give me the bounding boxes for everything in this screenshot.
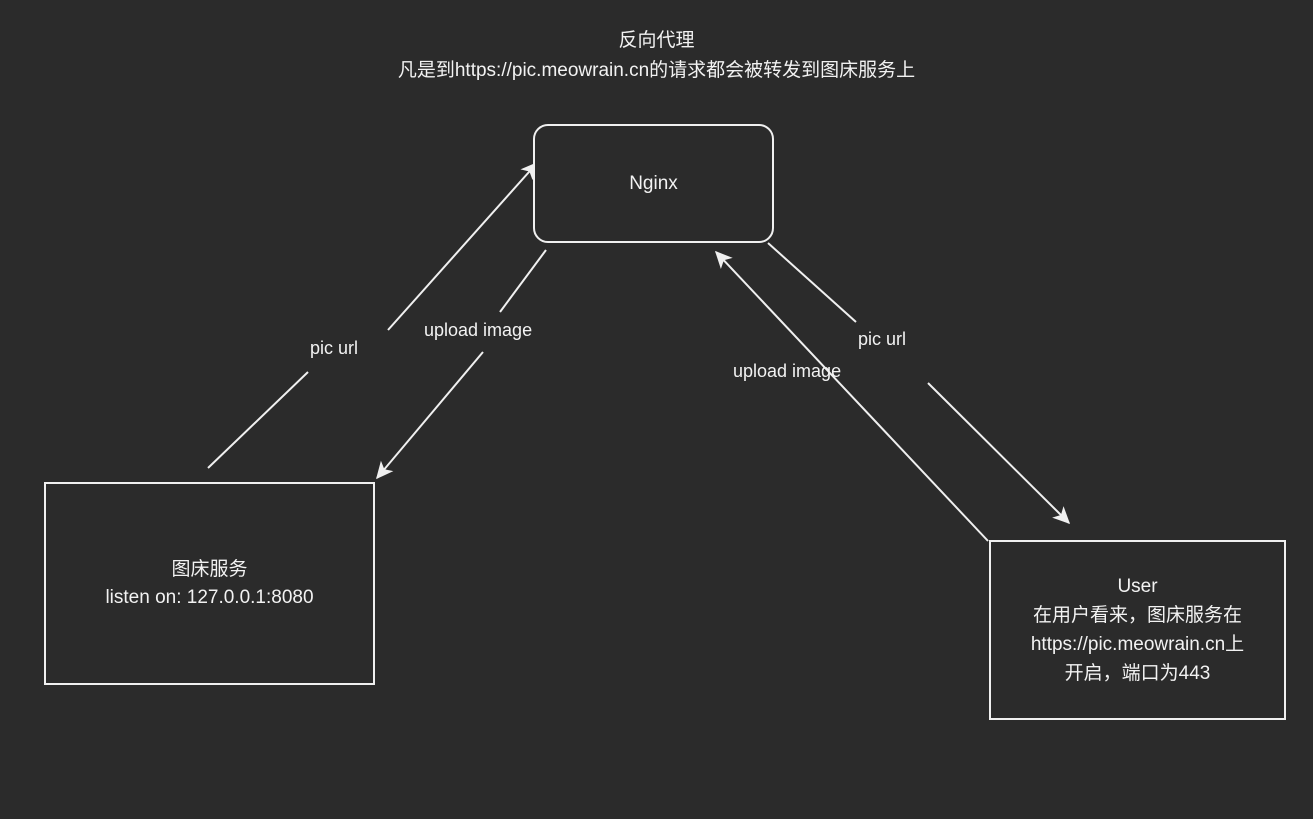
node-nginx[interactable]: Nginx <box>533 124 774 243</box>
edge-nginx-to-user <box>767 242 1071 525</box>
edge-label-nginx-to-user: pic url <box>858 329 907 349</box>
node-imagebed[interactable]: 图床服务 listen on: 127.0.0.1:8080 <box>44 482 375 685</box>
edge-nginx-to-imagebed <box>376 249 547 480</box>
node-user-title: User <box>1117 576 1158 597</box>
diagram-title: 反向代理 凡是到https://pic.meowrain.cn的请求都会被转发到… <box>0 26 1313 86</box>
edge-label-user-to-nginx: upload image <box>733 361 842 381</box>
edge-imagebed-to-nginx <box>207 161 538 469</box>
node-imagebed-listen: listen on: 127.0.0.1:8080 <box>105 586 314 608</box>
node-user-desc-2: https://pic.meowrain.cn上 <box>1030 634 1245 655</box>
node-user[interactable]: User 在用户看来，图床服务在 https://pic.meowrain.cn… <box>989 540 1286 720</box>
edge-label-imagebed-to-nginx: pic url <box>310 338 359 358</box>
node-nginx-label: Nginx <box>629 172 678 194</box>
node-imagebed-title: 图床服务 <box>171 558 248 580</box>
edge-user-to-nginx <box>714 250 989 542</box>
node-user-desc-1: 在用户看来，图床服务在 <box>1032 605 1242 626</box>
node-user-desc-3: 开启，端口为443 <box>1064 663 1211 684</box>
title-line-1: 反向代理 <box>618 30 695 51</box>
edge-label-nginx-to-imagebed: upload image <box>424 320 533 340</box>
title-line-2: 凡是到https://pic.meowrain.cn的请求都会被转发到图床服务上 <box>397 60 916 81</box>
